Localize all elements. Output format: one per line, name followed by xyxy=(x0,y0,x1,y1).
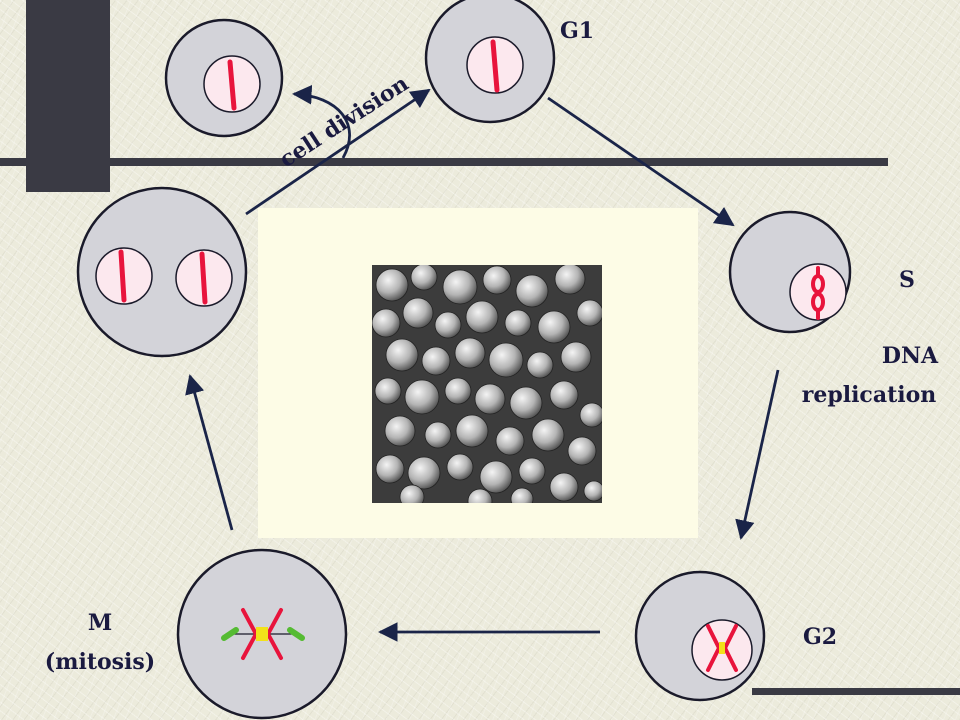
label-mitosis: (mitosis) xyxy=(44,649,156,675)
label-g1: G1 xyxy=(559,18,595,44)
centromere xyxy=(719,642,725,654)
s-phase-cell xyxy=(728,210,852,334)
label-dna: DNA xyxy=(881,343,939,369)
label-g2: G2 xyxy=(802,624,838,650)
spindle-pole-left xyxy=(221,627,239,641)
replicating-chromosome xyxy=(811,266,825,320)
daughter-cell xyxy=(164,18,284,138)
label-replication: replication xyxy=(801,382,937,408)
arrow-m-to-division xyxy=(185,374,234,531)
centromere xyxy=(256,627,268,641)
g1-cell xyxy=(424,0,556,124)
yeast-micrograph xyxy=(372,265,602,503)
g2-cell xyxy=(634,570,766,702)
arrow-cell-division-curve xyxy=(292,85,351,159)
m-phase-cell xyxy=(176,548,348,720)
arrow-s-to-g2 xyxy=(735,369,780,540)
arrow-division-to-g1 xyxy=(245,88,431,216)
label-s: S xyxy=(899,267,915,293)
label-m: M xyxy=(87,610,113,636)
bottom-decor-bar xyxy=(752,688,960,695)
horizontal-decor-bar xyxy=(0,158,888,166)
dividing-cell xyxy=(76,186,248,358)
spindle-pole-right xyxy=(287,627,305,641)
arrow-g1-to-s xyxy=(547,96,735,227)
